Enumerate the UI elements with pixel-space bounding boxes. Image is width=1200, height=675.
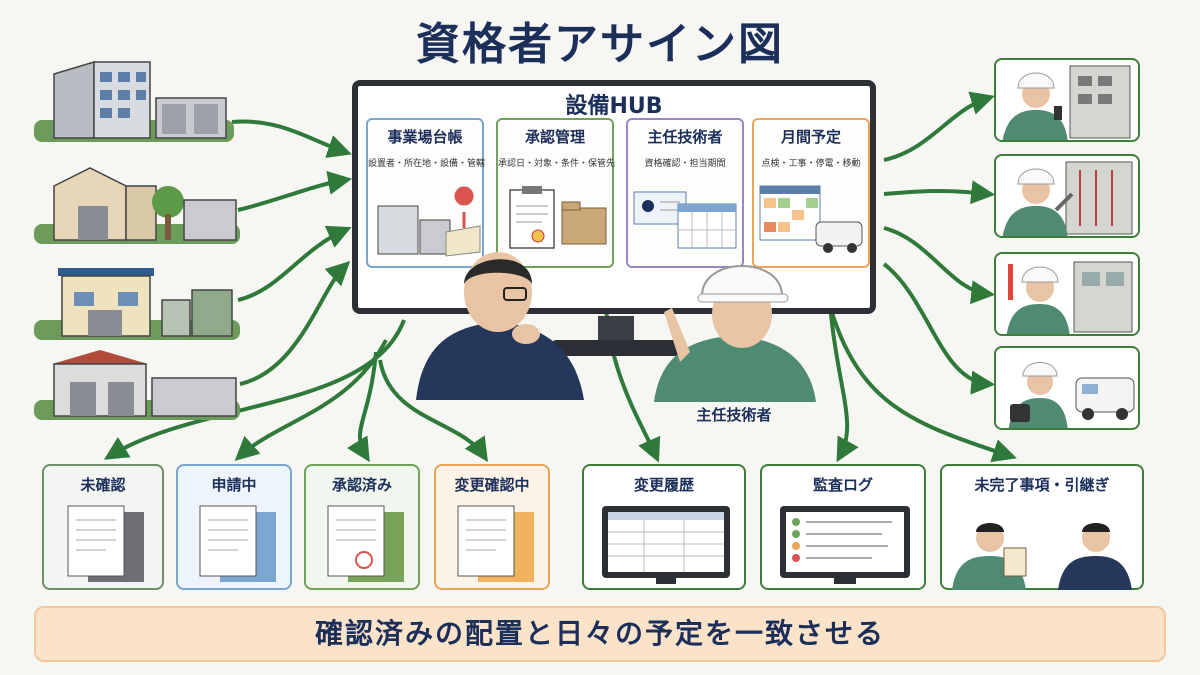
status-card-audit-log[interactable]: 監査ログ bbox=[760, 464, 926, 590]
panel-chief-engineer[interactable]: 主任技術者 資格確認・担当期間 bbox=[626, 118, 744, 268]
handover-people-icon bbox=[952, 523, 1132, 590]
arrow-engineer-1 bbox=[883, 91, 995, 162]
arrow-engineer-2 bbox=[883, 180, 996, 205]
panel-title: 主任技術者 bbox=[647, 128, 723, 146]
arrow-engineer-4 bbox=[882, 262, 996, 395]
history-table-monitor-icon bbox=[602, 506, 730, 584]
arrow-status-3 bbox=[346, 351, 378, 463]
status-card-change-review[interactable]: 変更確認中 bbox=[434, 464, 550, 590]
chief-engineer-label: 主任技術者 bbox=[696, 406, 772, 424]
arrow-building-1 bbox=[231, 119, 352, 158]
engineer-van-icon bbox=[1008, 362, 1135, 428]
panel-title: 承認管理 bbox=[524, 128, 585, 146]
hub-title: 設備HUB bbox=[565, 94, 663, 119]
monitor-base bbox=[552, 340, 680, 356]
building-map-icon bbox=[377, 186, 481, 257]
panel-title: 月間予定 bbox=[780, 128, 841, 146]
approved-document-icon bbox=[327, 505, 404, 582]
chief-engineer-figure bbox=[654, 265, 816, 402]
status-title: 変更履歴 bbox=[633, 476, 694, 494]
arrow-engineer-3 bbox=[883, 226, 996, 305]
arrow-building-2 bbox=[237, 171, 353, 212]
engineer-card-wiring-work[interactable] bbox=[994, 154, 1140, 238]
status-title: 変更確認中 bbox=[454, 476, 530, 494]
arrow-status-2 bbox=[234, 339, 388, 461]
status-card-approved[interactable]: 承認済み bbox=[304, 464, 420, 590]
status-card-applying[interactable]: 申請中 bbox=[176, 464, 292, 590]
panel-site-ledger[interactable]: 事業場台帳 設置者・所在地・設備・管轄 bbox=[366, 118, 486, 268]
arrow-status-1 bbox=[103, 319, 406, 460]
panel-monthly-schedule[interactable]: 月間予定 点検・工事・停電・移動 bbox=[752, 118, 870, 268]
building-icon bbox=[34, 167, 240, 244]
status-title: 承認済み bbox=[331, 476, 392, 494]
documents-icon bbox=[67, 505, 144, 582]
engineer-signal-icon bbox=[1006, 261, 1133, 334]
engineer-card-panel-inspection[interactable] bbox=[994, 58, 1140, 142]
status-title: 監査ログ bbox=[812, 476, 873, 494]
status-title: 未完了事項・引継ぎ bbox=[974, 476, 1110, 494]
manager-figure bbox=[416, 252, 584, 400]
engineer-card-outage-signal[interactable] bbox=[994, 252, 1140, 336]
documents-icon bbox=[457, 505, 534, 582]
arrow-building-4 bbox=[239, 261, 351, 386]
engineer-card-travel[interactable] bbox=[994, 346, 1140, 430]
panel-title: 事業場台帳 bbox=[387, 128, 463, 146]
arrow-handover bbox=[820, 275, 1017, 463]
audit-log-monitor-icon bbox=[780, 506, 910, 584]
status-title: 申請中 bbox=[211, 476, 257, 494]
panel-approval[interactable]: 承認管理 承認日・対象・条件・保管先 bbox=[496, 118, 616, 268]
status-card-unconfirmed[interactable]: 未確認 bbox=[42, 464, 164, 590]
summary-banner: 確認済みの配置と日々の予定を一致させる bbox=[34, 606, 1166, 662]
status-card-handover[interactable]: 未完了事項・引継ぎ bbox=[940, 464, 1144, 590]
panel-subtitle: 設置者・所在地・設備・管轄 bbox=[368, 159, 486, 169]
calendar-van-icon bbox=[759, 185, 863, 253]
arrow-status-4 bbox=[378, 359, 489, 462]
engineer-phone-icon bbox=[1002, 65, 1131, 140]
id-card-calendar-icon bbox=[633, 191, 737, 249]
panel-subtitle: 点検・工事・停電・移動 bbox=[761, 159, 861, 169]
engineer-wrench-icon bbox=[1002, 161, 1133, 236]
arrow-building-3 bbox=[237, 225, 352, 302]
panel-subtitle: 承認日・対象・条件・保管先 bbox=[498, 159, 616, 169]
monitor-stand bbox=[598, 316, 634, 342]
status-card-change-history[interactable]: 変更履歴 bbox=[582, 464, 746, 590]
documents-icon bbox=[199, 505, 276, 582]
building-icon bbox=[34, 268, 240, 340]
clipboard-folder-icon bbox=[509, 186, 607, 249]
building-icon bbox=[34, 350, 240, 420]
panel-subtitle: 資格確認・担当期間 bbox=[644, 159, 726, 169]
page-title: 資格者アサイン図 bbox=[416, 19, 784, 70]
building-icon bbox=[34, 60, 234, 142]
status-title: 未確認 bbox=[80, 476, 126, 494]
